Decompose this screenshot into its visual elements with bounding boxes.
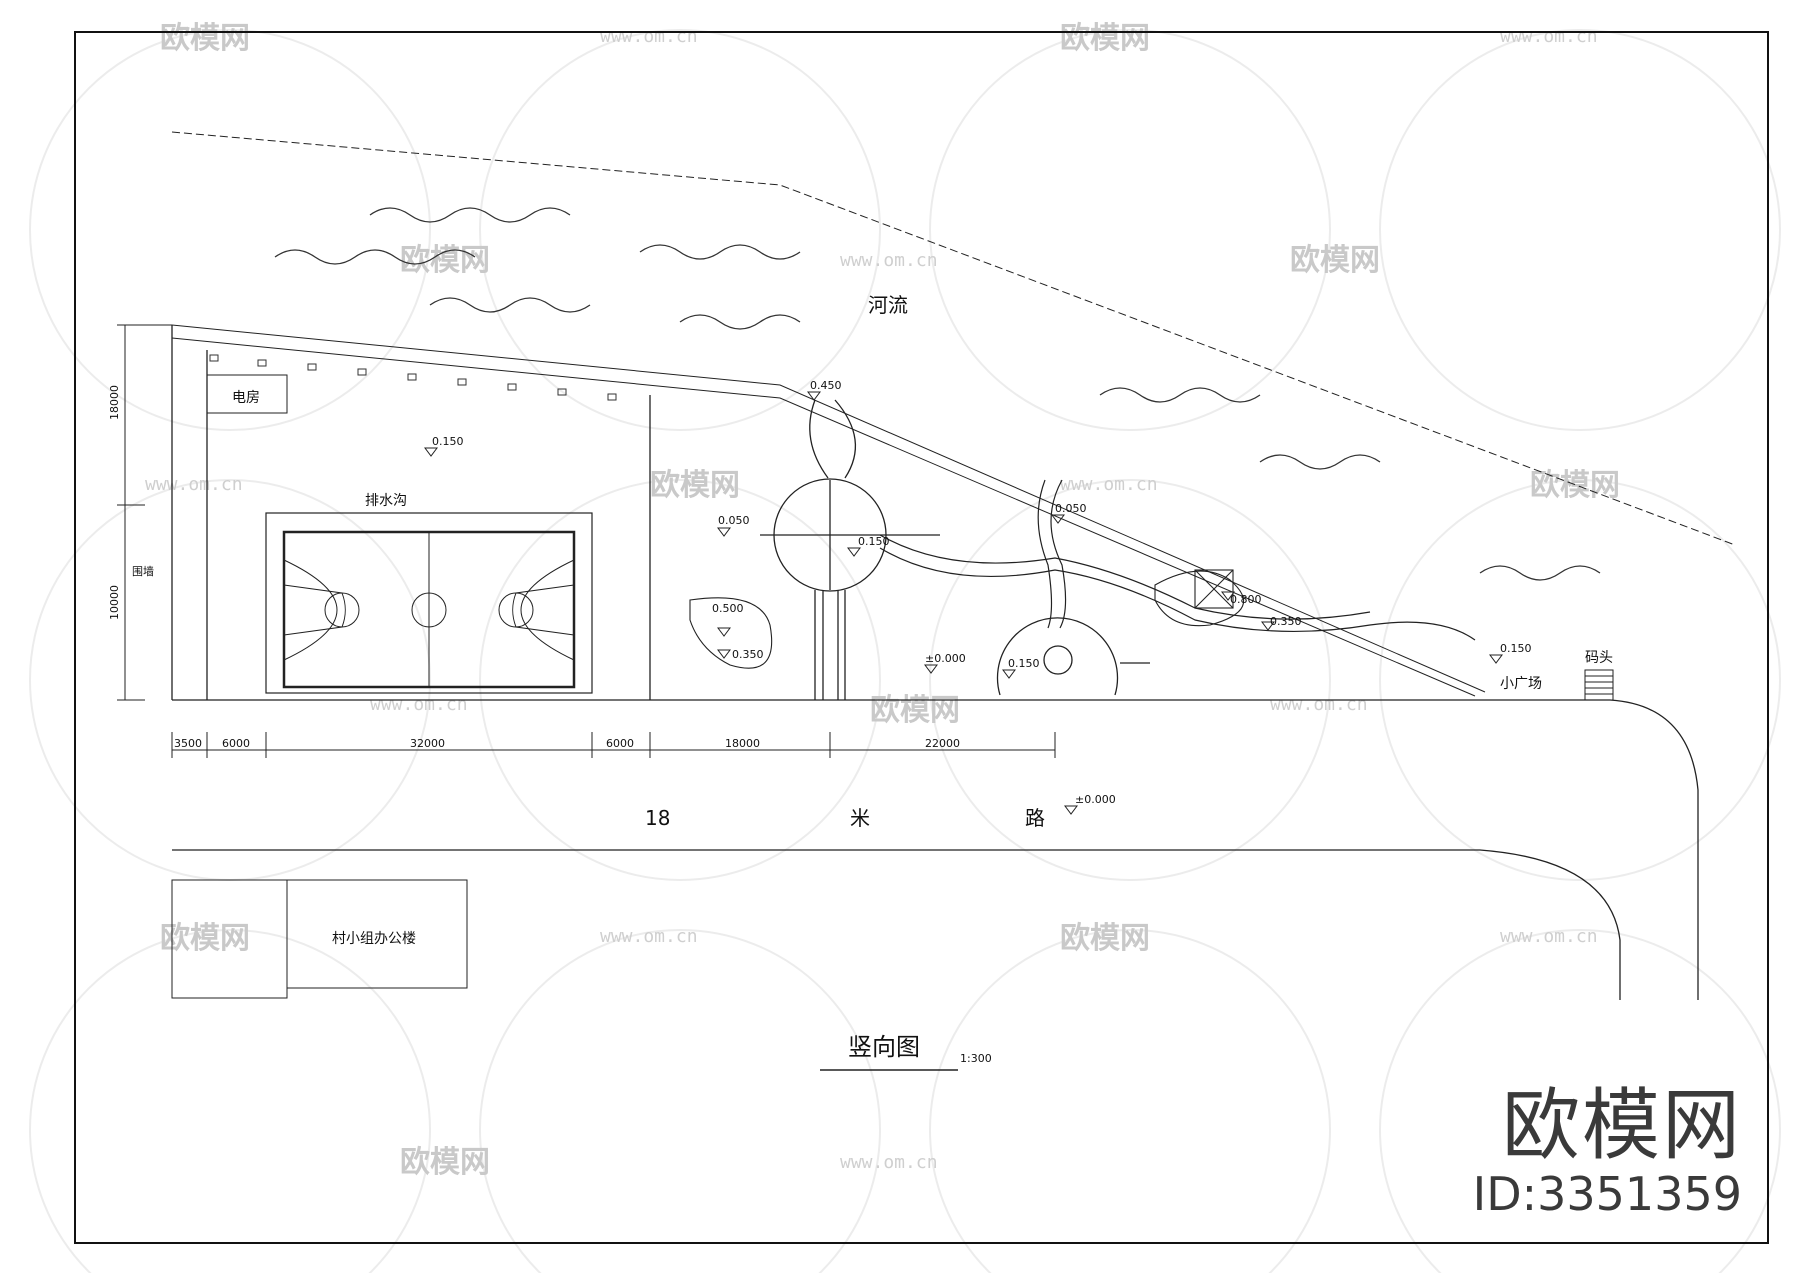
drawing-frame: [74, 31, 1769, 1244]
watermark-url: www.om.cn: [1060, 474, 1158, 495]
watermark-text: 欧模网: [400, 1145, 490, 1180]
watermark-text: 欧模网: [1060, 21, 1150, 56]
drawing-title: 竖向图: [848, 1033, 920, 1061]
road-label: 18: [645, 806, 670, 830]
elevation-label: 0.050: [1055, 502, 1087, 515]
elevation-label: ±0.000: [1075, 793, 1116, 806]
elevation-label: ±0.000: [925, 652, 966, 665]
watermark-text-group: 欧模网 欧模网 www.om.cn www.om.cn 欧模网 欧模网 www.…: [145, 21, 1620, 1180]
elevation-label: 0.150: [858, 535, 890, 548]
watermark-text: 欧模网: [160, 921, 250, 956]
elevation-label: 0.350: [732, 648, 764, 661]
planting-beds: [689, 569, 1245, 669]
elevation-label: 0.150: [432, 435, 464, 448]
elevation-marks: [424, 391, 1503, 815]
brand-name: 欧模网: [1501, 1081, 1742, 1171]
power-room: [206, 374, 288, 414]
dimension-chain: [171, 732, 1056, 758]
watermark-text: 欧模网: [400, 243, 490, 278]
brand-id: ID:3351359: [1472, 1167, 1742, 1221]
watermark-url: www.om.cn: [370, 694, 468, 715]
elevation-label: 0.150: [1500, 642, 1532, 655]
watermark-text: 欧模网: [160, 21, 250, 56]
wall-label: 围墙: [132, 564, 154, 578]
background-watermark: [29, 29, 1781, 1273]
site-boundary: [171, 325, 1699, 1000]
pier-steps: [1584, 669, 1614, 701]
dimension-label: 6000: [222, 737, 250, 750]
watermark-url: www.om.cn: [1270, 694, 1368, 715]
dimension-label: 10000: [108, 585, 121, 620]
watermark-text: 欧模网: [650, 468, 740, 503]
garden-paths: [879, 479, 1476, 641]
watermark-text: 欧模网: [1290, 243, 1380, 278]
watermark-url: www.om.cn: [600, 926, 698, 947]
pier-label: 码头: [1585, 650, 1613, 666]
drawing-scale: 1:300: [960, 1052, 992, 1065]
river-label: 河流: [868, 293, 908, 317]
elevation-label: 0.800: [1230, 593, 1262, 606]
road-label: 米: [850, 806, 870, 830]
sink-circle: [996, 617, 1150, 696]
dimension-label: 22000: [925, 737, 960, 750]
watermark-text: 欧模网: [1060, 921, 1150, 956]
elevation-label: 0.050: [718, 514, 750, 527]
watermark-url: www.om.cn: [840, 250, 938, 271]
brand-watermark: 欧模网 ID:3351359: [1473, 1085, 1742, 1221]
office-label: 村小组办公楼: [332, 931, 416, 947]
river-waves: [274, 207, 1601, 581]
elevation-label: 0.150: [1008, 657, 1040, 670]
dimension-label: 18000: [725, 737, 760, 750]
watermark-url: www.om.cn: [1500, 26, 1598, 47]
dimension-label: 3500: [174, 737, 202, 750]
elevation-label: 0.350: [1270, 615, 1302, 628]
elevation-label: 0.500: [712, 602, 744, 615]
watermark-url: www.om.cn: [145, 474, 243, 495]
office-lot: [171, 879, 288, 999]
watermark-url: www.om.cn: [600, 26, 698, 47]
fence-posts: [209, 354, 617, 401]
dimension-label: 18000: [108, 385, 121, 420]
vertical-dimension-chain: [117, 324, 172, 701]
dimension-label: 6000: [606, 737, 634, 750]
power-room-label: 电房: [232, 390, 260, 406]
drain-label: 排水沟: [365, 493, 407, 509]
watermark-url: www.om.cn: [1500, 926, 1598, 947]
watermark-text: 欧模网: [1530, 468, 1620, 503]
elevation-label: 0.450: [810, 379, 842, 392]
basketball-court: [265, 512, 593, 694]
dimension-label: 32000: [410, 737, 445, 750]
watermark-text: 欧模网: [870, 693, 960, 728]
play-circle: [760, 399, 940, 700]
watermark-url: www.om.cn: [840, 1152, 938, 1173]
small-plaza-label: 小广场: [1500, 676, 1542, 692]
road-label: 路: [1025, 806, 1045, 830]
